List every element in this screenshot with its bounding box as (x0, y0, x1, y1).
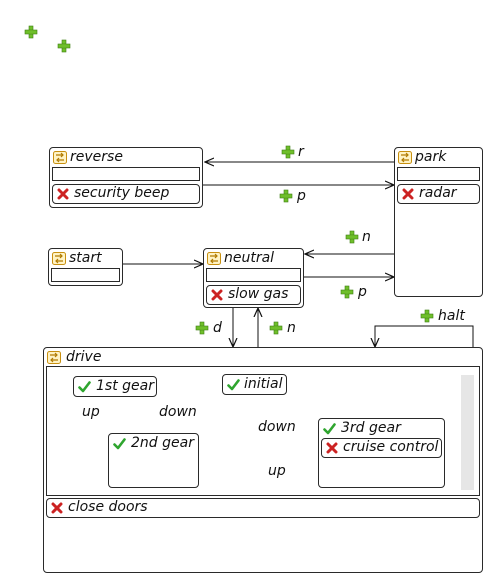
state-reverse[interactable]: reverse security beep (49, 147, 203, 208)
state-title: 1st gear (96, 378, 154, 394)
state-divider (206, 268, 301, 282)
action-label: security beep (74, 185, 170, 201)
transition-label-r[interactable]: r (298, 144, 304, 160)
state-icon (53, 151, 67, 164)
transition-label-up[interactable]: up (268, 463, 286, 479)
action-label: close doors (68, 499, 148, 515)
state-initial[interactable]: initial (222, 374, 287, 395)
transition-label-p[interactable]: p (297, 188, 306, 204)
transition-label-halt[interactable]: halt (438, 308, 465, 324)
state-third-gear[interactable]: 3rd gear cruise control (318, 418, 445, 488)
region-scrollbar[interactable] (461, 375, 474, 490)
plus-icon (420, 309, 434, 323)
state-title: drive (66, 349, 102, 365)
cross-icon (57, 188, 69, 200)
transition-label-p[interactable]: p (358, 284, 367, 300)
check-icon (227, 379, 240, 391)
plus-icon (195, 321, 209, 335)
check-icon (78, 381, 91, 393)
cross-icon (326, 442, 338, 454)
state-title: neutral (224, 250, 275, 266)
plus-icon (345, 230, 359, 244)
plus-icon (269, 321, 283, 335)
cross-icon (51, 502, 63, 514)
state-title: park (415, 149, 447, 165)
plus-icon (24, 25, 38, 39)
state-title: start (69, 250, 102, 266)
state-icon (52, 252, 66, 265)
state-title: 2nd gear (131, 435, 194, 451)
plus-icon (279, 189, 293, 203)
transition-label-d[interactable]: d (213, 320, 222, 336)
plus-icon (281, 145, 295, 159)
state-divider (52, 167, 200, 181)
action-close-doors[interactable]: close doors (46, 498, 480, 518)
plus-icon (340, 285, 354, 299)
state-title: reverse (70, 149, 123, 165)
transition-label-n[interactable]: n (287, 320, 296, 336)
state-icon (207, 252, 221, 265)
transition-label-up[interactable]: up (82, 404, 100, 420)
state-start[interactable]: start (48, 248, 123, 286)
transition-label-down[interactable]: down (258, 419, 296, 435)
action-label: radar (419, 185, 457, 201)
action-label: cruise control (343, 439, 439, 455)
state-title: initial (244, 376, 283, 392)
state-divider (397, 167, 480, 181)
state-icon (47, 351, 61, 364)
state-park[interactable]: park radar (394, 147, 483, 297)
state-first-gear[interactable]: 1st gear (73, 376, 157, 397)
action-radar[interactable]: radar (397, 184, 480, 204)
state-title: 3rd gear (341, 420, 401, 436)
transition-label-n[interactable]: n (362, 229, 371, 245)
transition-label-down[interactable]: down (159, 404, 197, 420)
check-icon (113, 438, 126, 450)
action-slow-gas[interactable]: slow gas (206, 285, 301, 305)
state-icon (398, 151, 412, 164)
action-security-beep[interactable]: security beep (52, 184, 200, 204)
action-cruise-control[interactable]: cruise control (321, 438, 442, 458)
transition-drive-halt[interactable] (375, 325, 474, 348)
state-neutral[interactable]: neutral slow gas (203, 248, 304, 308)
plus-icon (57, 39, 71, 53)
state-second-gear[interactable]: 2nd gear (108, 433, 199, 488)
cross-icon (211, 289, 223, 301)
cross-icon (402, 188, 414, 200)
state-divider (51, 268, 120, 282)
check-icon (323, 423, 336, 435)
action-label: slow gas (228, 286, 289, 302)
